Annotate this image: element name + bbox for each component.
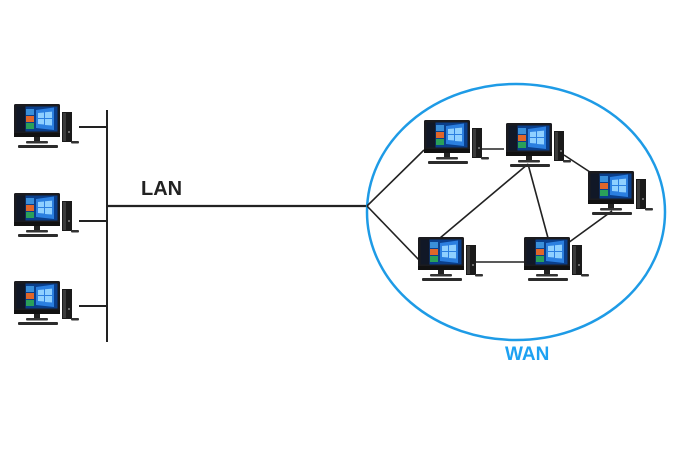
wan-pc-4-icon <box>418 237 483 281</box>
wan-boundary <box>365 82 667 342</box>
lan-pc-2-icon <box>14 193 79 237</box>
link-wan-pc-3-to-wan-pc-5 <box>567 210 613 244</box>
wan-pc-2-icon <box>506 123 571 167</box>
lan-label: LAN <box>141 178 183 200</box>
lan-pc-1-icon <box>14 104 79 148</box>
link-wan-pc-2-to-wan-pc-4 <box>439 163 529 239</box>
lan-pc-3-icon <box>14 281 79 325</box>
link-lan-uplink-to-wan-pc-4 <box>366 205 421 262</box>
link-wan-pc-2-to-wan-pc-5 <box>527 163 549 239</box>
wan-pc-5-icon <box>524 237 589 281</box>
wan-pc-3-icon <box>588 171 653 215</box>
wan-pc-1-icon <box>424 120 489 164</box>
wan-label: WAN <box>505 344 550 365</box>
link-lan-uplink-to-wan-pc-1 <box>366 149 425 207</box>
